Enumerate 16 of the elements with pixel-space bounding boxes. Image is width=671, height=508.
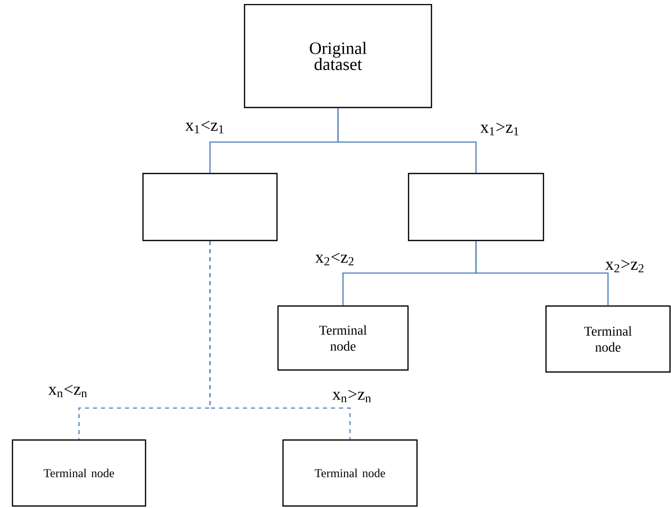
connector-line bbox=[475, 241, 609, 306]
connector-line bbox=[209, 241, 351, 440]
dataset-box: Original dataset bbox=[244, 4, 432, 108]
connector-line bbox=[337, 108, 477, 173]
terminal-node-box: Terminal node bbox=[282, 439, 418, 507]
edge-label: x$_{n}$>z$_{n}$ bbox=[332, 390, 371, 402]
split-node-box bbox=[142, 172, 278, 242]
edge-label: x$_{2}$<z$_{2}$ bbox=[315, 252, 354, 266]
terminal-node-box: Terminal node bbox=[12, 439, 146, 507]
terminal-node-box: Terminal node bbox=[277, 305, 409, 371]
edge-label: x$_{n}$<z$_{n}$ bbox=[48, 384, 87, 398]
split-node-box bbox=[408, 172, 544, 242]
edge-label: x$_{2}$>z$_{2}$ bbox=[605, 260, 644, 272]
edge-label: x$_{1}$<z$_{1}$ bbox=[185, 120, 224, 134]
edge-label: x$_{1}$>z$_{1}$ bbox=[480, 122, 518, 136]
terminal-node-box: Terminal node bbox=[545, 305, 671, 373]
